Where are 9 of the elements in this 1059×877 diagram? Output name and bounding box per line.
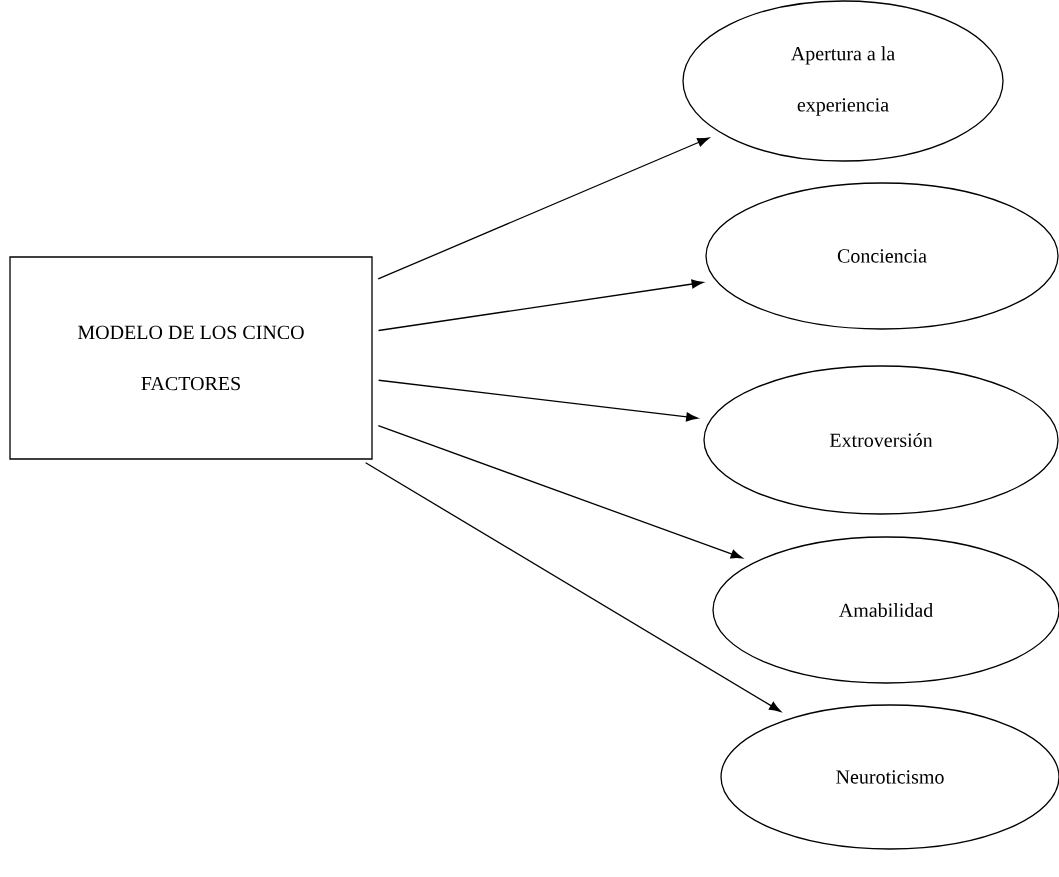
ellipse-node: Conciencia — [705, 182, 1059, 330]
ellipse-node: Apertura a la experiencia — [682, 0, 1004, 162]
arrow — [377, 137, 710, 280]
ellipse-node: Extroversión — [703, 365, 1059, 515]
model-box: MODELO DE LOS CINCO FACTORES — [9, 256, 373, 460]
arrow — [377, 379, 698, 422]
arrow — [377, 279, 704, 332]
arrow — [377, 425, 743, 559]
arrow — [365, 462, 782, 712]
